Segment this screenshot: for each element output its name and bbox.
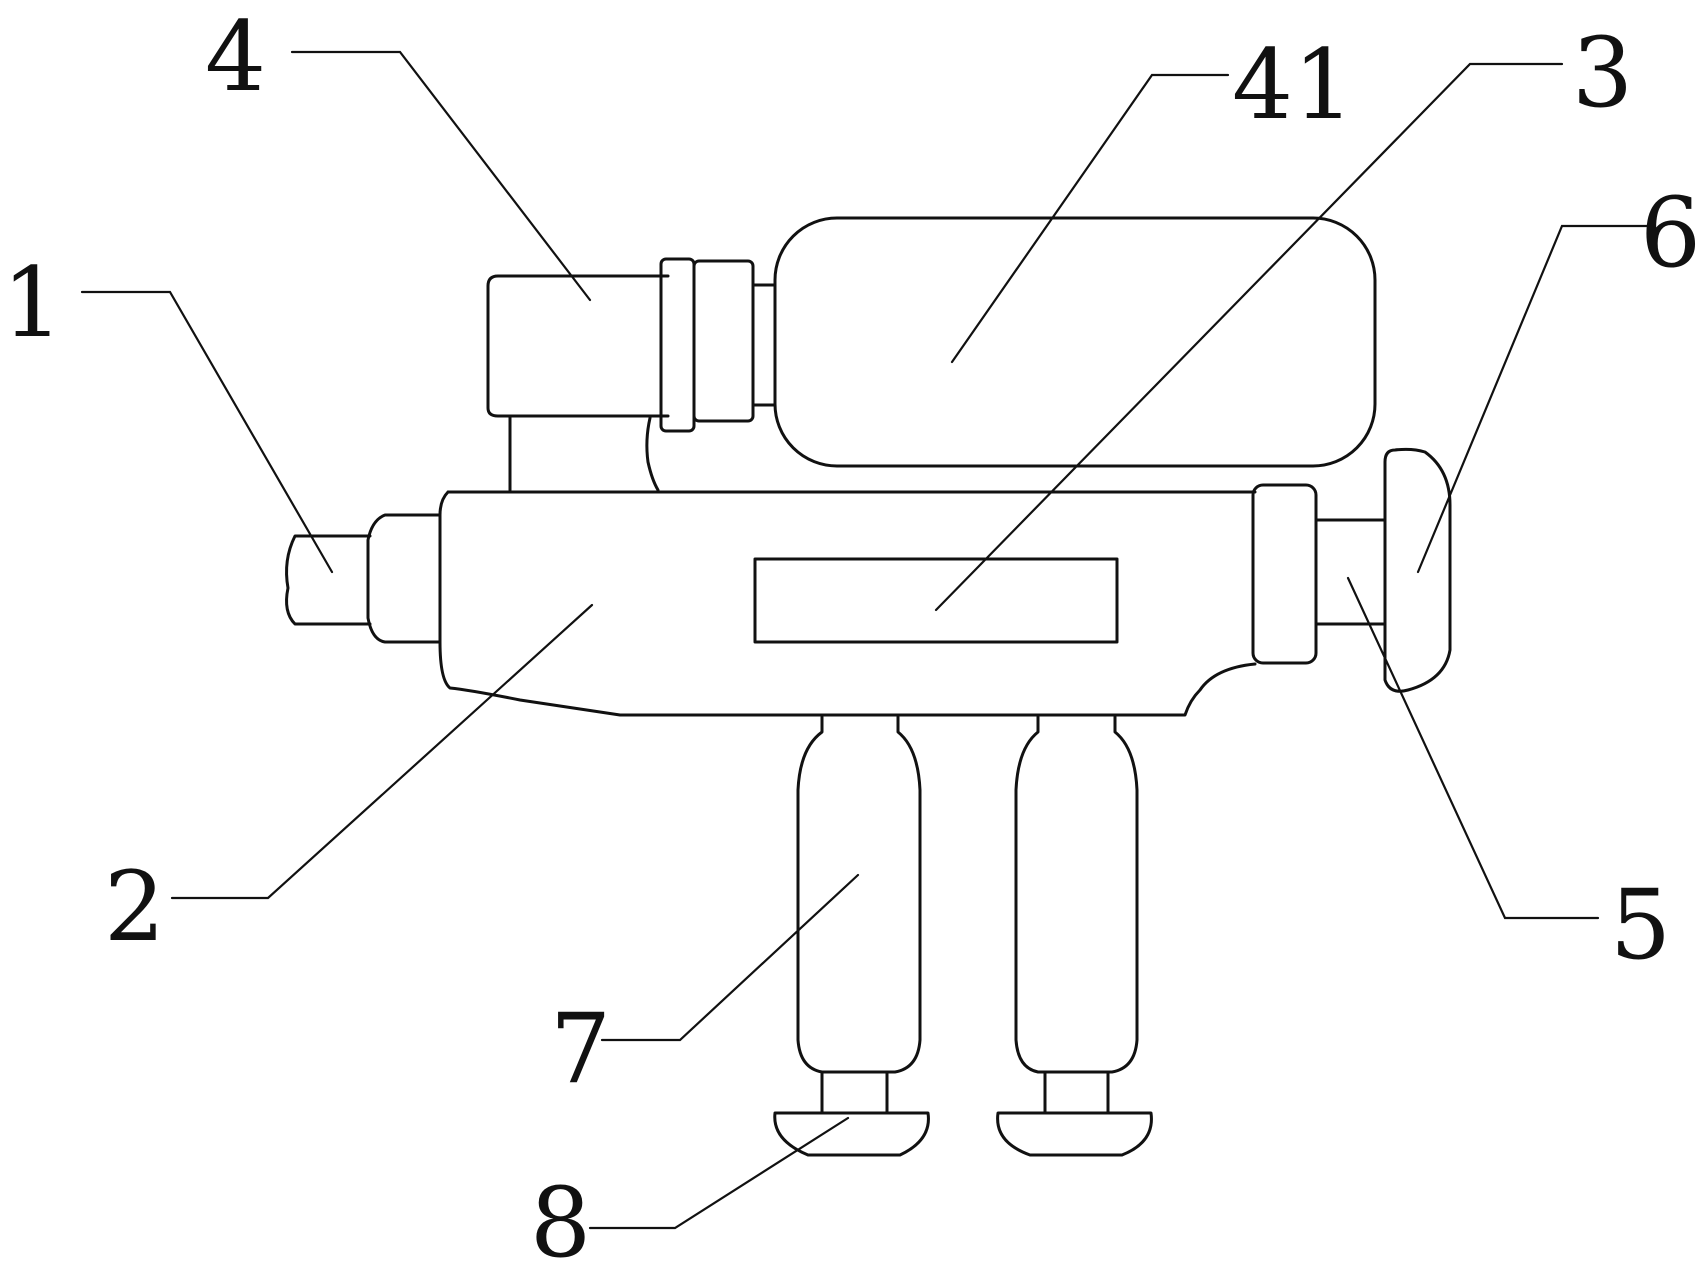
pipe-support-rear <box>645 416 660 492</box>
leader-6 <box>1416 224 1657 574</box>
nozzle-collar <box>366 513 442 644</box>
label-4: 4 <box>205 1 266 113</box>
part-8-foot-right <box>996 1111 1153 1157</box>
leader-41 <box>950 73 1230 364</box>
label-8: 8 <box>530 1167 591 1261</box>
part-8-foot-left <box>773 1111 930 1157</box>
leader-1 <box>80 290 334 574</box>
label-2: 2 <box>104 851 165 963</box>
label-6: 6 <box>1640 177 1697 289</box>
part-5-rear-rod <box>1314 518 1387 626</box>
leader-5 <box>1346 576 1600 920</box>
tank-neck <box>751 283 777 407</box>
leader-4 <box>290 50 592 302</box>
coupling-ring-2 <box>692 259 755 423</box>
coupling-ring-1 <box>659 257 696 433</box>
rear-collar <box>1251 483 1318 665</box>
part-2-main-body <box>438 490 1257 717</box>
part-1-nozzle-tip <box>285 534 372 626</box>
part-3-window <box>753 557 1119 644</box>
label-7: 7 <box>550 993 611 1105</box>
handle-stem-left <box>820 1070 889 1115</box>
leader-7 <box>600 873 860 1042</box>
leader-lines <box>80 50 1657 1230</box>
leader-8 <box>588 1116 850 1230</box>
device <box>285 216 1452 1157</box>
part-7-handle-right <box>1014 715 1139 1074</box>
part-41-tank <box>773 216 1377 468</box>
handle-stem-right <box>1043 1070 1110 1115</box>
label-3: 3 <box>1572 17 1633 129</box>
leader-3 <box>934 62 1564 612</box>
label-41: 41 <box>1232 29 1354 141</box>
label-5: 5 <box>1610 869 1671 981</box>
part-6-end-cap <box>1383 447 1452 693</box>
part-7-handle-left <box>796 715 922 1074</box>
leader-2 <box>170 603 594 900</box>
part-4-upper-pipe <box>486 274 670 418</box>
label-1: 1 <box>2 247 63 359</box>
